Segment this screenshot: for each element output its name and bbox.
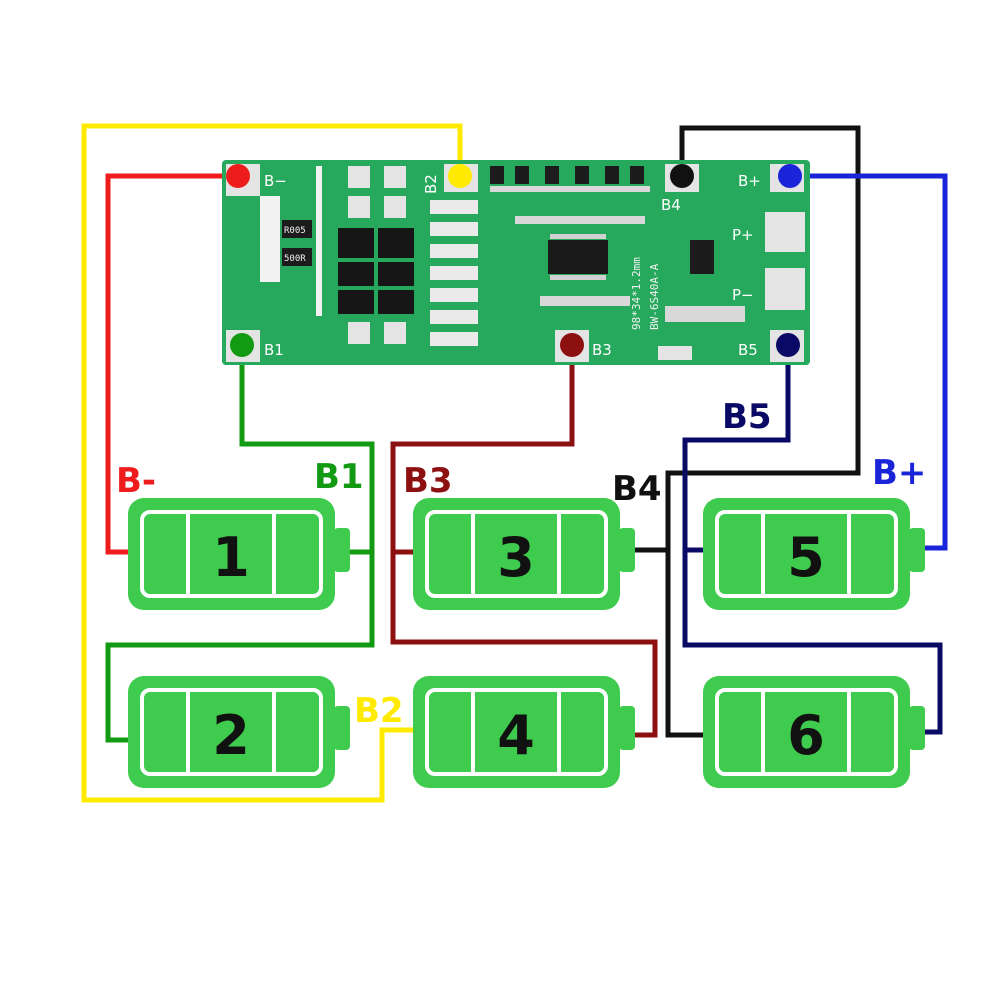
label-b3: B3 <box>403 461 453 501</box>
pad-pplus <box>765 212 805 252</box>
label-b5: B5 <box>722 397 772 437</box>
wire-bplus <box>790 173 948 551</box>
diode <box>690 240 714 274</box>
pcb-copper-strip <box>260 196 280 282</box>
mosfet-array <box>338 166 414 344</box>
solder-dot-b2 <box>448 164 472 188</box>
resistor-r005 <box>282 220 312 238</box>
cell-number: 2 <box>212 704 250 767</box>
silk-r005: R005 <box>284 226 306 236</box>
cell-number: 1 <box>212 526 250 589</box>
wire-b4 <box>665 125 861 738</box>
wire-bminus <box>105 173 238 555</box>
wire-b1 <box>239 345 375 555</box>
ic-pins <box>550 234 606 280</box>
solder-dot-b1 <box>230 333 254 357</box>
label-b1: B1 <box>314 457 364 497</box>
silk-500r: 500R <box>284 254 306 264</box>
battery-cell-3: 3 <box>413 498 635 610</box>
silk-model: BW-6S40A-A <box>648 263 661 330</box>
battery-cell-5: 5 <box>703 498 925 610</box>
wire-b1-branch <box>105 552 375 743</box>
label-bplus: B+ <box>872 453 926 493</box>
battery-cell-6: 6 <box>703 676 925 788</box>
wire-labels: B- B1 B3 B4 B5 B+ B2 <box>116 397 926 731</box>
battery-cell-2: 2 <box>128 676 350 788</box>
label-b2: B2 <box>354 691 404 731</box>
solder-dot-b4 <box>670 164 694 188</box>
pad-label-pminus: P− <box>732 286 754 304</box>
battery-cell-4: 4 <box>413 676 635 788</box>
pad-label-b4: B4 <box>661 196 681 214</box>
wire-b3 <box>390 345 575 555</box>
solder-dot-b3 <box>560 333 584 357</box>
battery-cells: 1 3 5 2 <box>128 498 925 788</box>
protection-ic <box>548 240 608 274</box>
balance-resistors <box>430 200 478 346</box>
label-b4: B4 <box>612 469 662 509</box>
solder-dot-bminus <box>226 164 250 188</box>
pad-label-b2: B2 <box>422 174 440 194</box>
bms-pcb: R005 500R <box>222 160 810 365</box>
pad-label-bminus: B− <box>264 172 287 190</box>
solder-dot-b5 <box>776 333 800 357</box>
pad-pminus <box>765 268 805 310</box>
cell-number: 4 <box>497 704 535 767</box>
pcb-trace <box>540 296 630 306</box>
silk-dims: 98*34*1.2mm <box>630 257 643 330</box>
pad-label-bplus: B+ <box>738 172 761 190</box>
pad-label-pplus: P+ <box>732 226 754 244</box>
solder-points <box>226 164 802 357</box>
pcb-trace <box>515 216 645 224</box>
wire-b3-branch <box>390 552 658 738</box>
wire-b5 <box>682 345 943 735</box>
cell-number: 3 <box>497 526 535 589</box>
cell-number: 6 <box>787 704 825 767</box>
resistor-500r <box>282 248 312 266</box>
wires <box>81 123 948 803</box>
pcb-trace <box>665 306 745 322</box>
label-bminus: B- <box>116 461 156 501</box>
pad-label-b3: B3 <box>592 341 612 359</box>
top-components <box>490 166 650 192</box>
battery-cell-1: 1 <box>128 498 350 610</box>
pad-label-b1: B1 <box>264 341 284 359</box>
wire-b2 <box>81 123 463 803</box>
cell-number: 5 <box>787 526 825 589</box>
pad-label-b5: B5 <box>738 341 758 359</box>
pcb-copper-strip <box>316 166 322 316</box>
solder-dot-bplus <box>778 164 802 188</box>
test-pad <box>658 346 692 360</box>
